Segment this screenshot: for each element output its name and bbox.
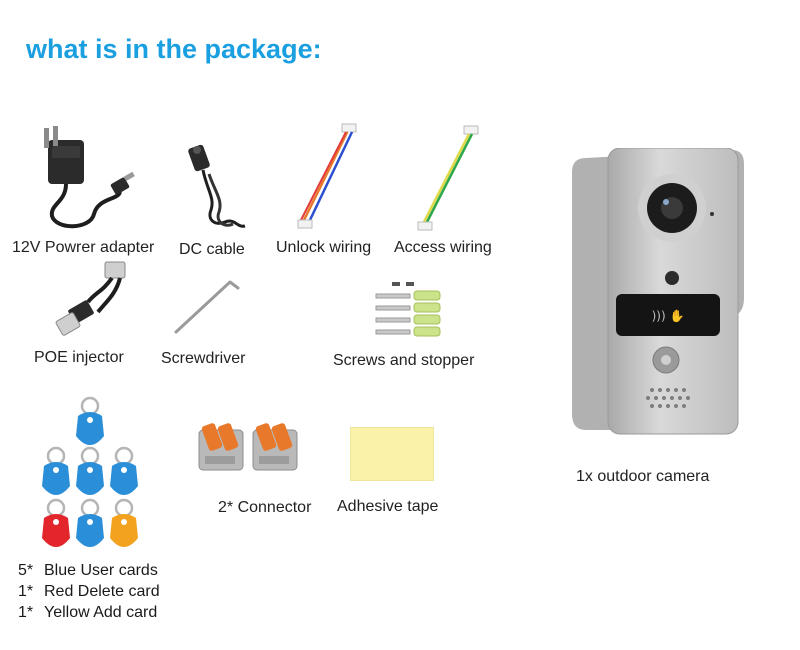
rfid-card-icon: [40, 396, 140, 549]
power-adapter-icon: [44, 126, 135, 229]
list-item: 5*Blue User cards: [18, 562, 158, 579]
svg-text:))) ✋: ))) ✋: [652, 309, 685, 323]
screws-icon: [375, 282, 441, 337]
screws-label: Screws and stopper: [333, 352, 475, 369]
dc-cable-icon: [188, 144, 246, 228]
dc-cable-label: DC cable: [179, 241, 245, 258]
connector-icon: [198, 423, 298, 471]
unlock-wiring-icon: [297, 123, 357, 229]
outdoor-camera-label: 1x outdoor camera: [576, 468, 710, 485]
power-adapter-label: 12V Powrer adapter: [12, 239, 155, 256]
adhesive-tape-icon: [350, 427, 434, 481]
page-heading: what is in the package:: [26, 34, 322, 64]
screwdriver-label: Screwdriver: [161, 350, 246, 367]
access-wiring-label: Access wiring: [394, 239, 492, 256]
connector-label: 2* Connector: [218, 499, 312, 516]
poe-injector-icon: [55, 261, 126, 336]
screwdriver-icon: [174, 280, 240, 334]
list-item: 1*Red Delete card: [18, 583, 160, 600]
list-item: 1*Yellow Add card: [18, 604, 158, 621]
access-wiring-icon: [417, 125, 479, 231]
adhesive-tape-label: Adhesive tape: [337, 498, 439, 515]
unlock-wiring-label: Unlock wiring: [276, 239, 372, 256]
cards-list: 5*Blue User cards 1*Red Delete card 1*Ye…: [18, 560, 160, 623]
outdoor-camera-icon: ))) ✋: [572, 148, 744, 435]
poe-injector-label: POE injector: [34, 349, 124, 366]
